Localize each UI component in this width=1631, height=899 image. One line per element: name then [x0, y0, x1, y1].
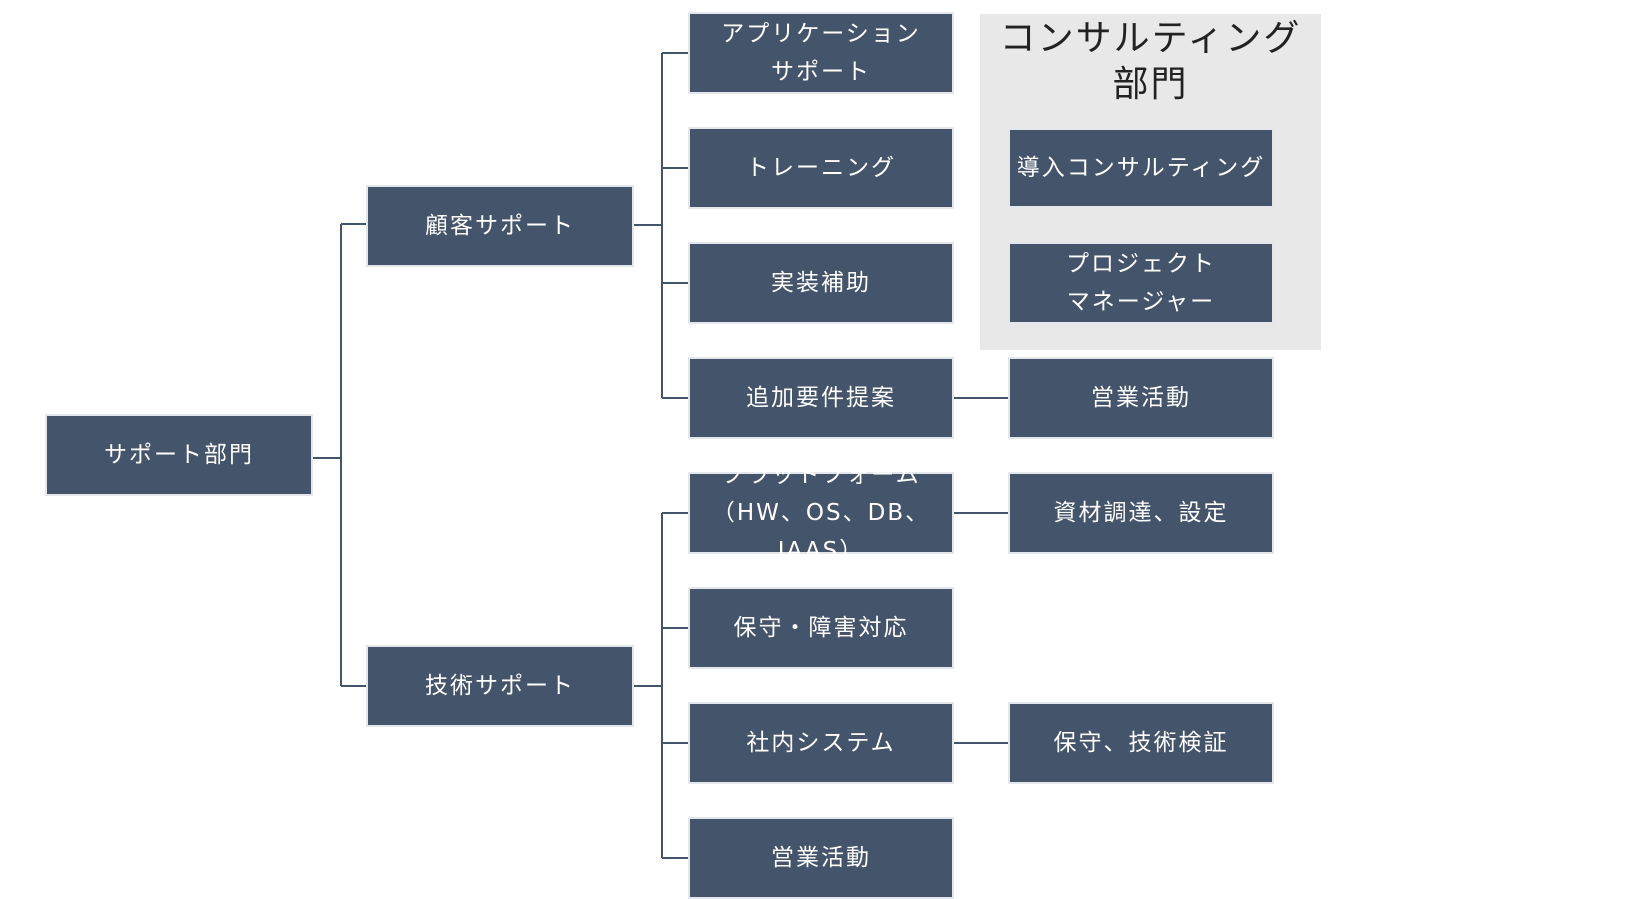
- child-node-label: アプリケーション サポート: [721, 21, 921, 85]
- consulting-node-project-manager: プロジェクト マネージャー: [1008, 242, 1274, 324]
- child-node-sales-activity: 営業活動: [688, 817, 954, 899]
- child-node-maintenance-incident: 保守・障害対応: [688, 587, 954, 669]
- related-node-label: 保守、技術検証: [1053, 730, 1229, 756]
- child-node-training: トレーニング: [688, 127, 954, 209]
- consulting-node-implementation: 導入コンサルティング: [1008, 128, 1274, 208]
- related-node-label: 資材調達、設定: [1053, 500, 1229, 526]
- branch-node-technical-support: 技術サポート: [366, 645, 634, 727]
- consulting-panel-title: コンサルティング 部門: [999, 18, 1302, 105]
- consulting-node-label: 導入コンサルティング: [1016, 155, 1266, 181]
- child-node-label: 追加要件提案: [746, 385, 896, 411]
- consulting-node-label: プロジェクト マネージャー: [1066, 251, 1216, 315]
- branch-node-label: 顧客サポート: [425, 213, 575, 239]
- child-node-label: プラットフォーム （HW、OS、DB、IAAS）: [711, 462, 931, 564]
- child-node-internal-systems: 社内システム: [688, 702, 954, 784]
- child-node-label: トレーニング: [746, 155, 896, 181]
- branch-node-label: 技術サポート: [425, 673, 575, 699]
- child-node-platform: プラットフォーム （HW、OS、DB、IAAS）: [688, 462, 954, 564]
- branch-node-customer-support: 顧客サポート: [366, 185, 634, 267]
- related-node-procurement: 資材調達、設定: [1008, 472, 1274, 554]
- child-node-label: 社内システム: [746, 730, 896, 756]
- child-node-application-support: アプリケーション サポート: [688, 12, 954, 94]
- child-node-additional-requirements: 追加要件提案: [688, 357, 954, 439]
- child-node-label: 営業活動: [771, 845, 871, 871]
- related-node-maintenance-verification: 保守、技術検証: [1008, 702, 1274, 784]
- child-node-implementation-assist: 実装補助: [688, 242, 954, 324]
- related-node-label: 営業活動: [1091, 385, 1191, 411]
- related-node-sales-activity: 営業活動: [1008, 357, 1274, 439]
- child-node-label: 保守・障害対応: [733, 615, 909, 641]
- root-node-label: サポート部門: [104, 442, 254, 468]
- root-node: サポート部門: [45, 414, 313, 496]
- child-node-label: 実装補助: [771, 270, 871, 296]
